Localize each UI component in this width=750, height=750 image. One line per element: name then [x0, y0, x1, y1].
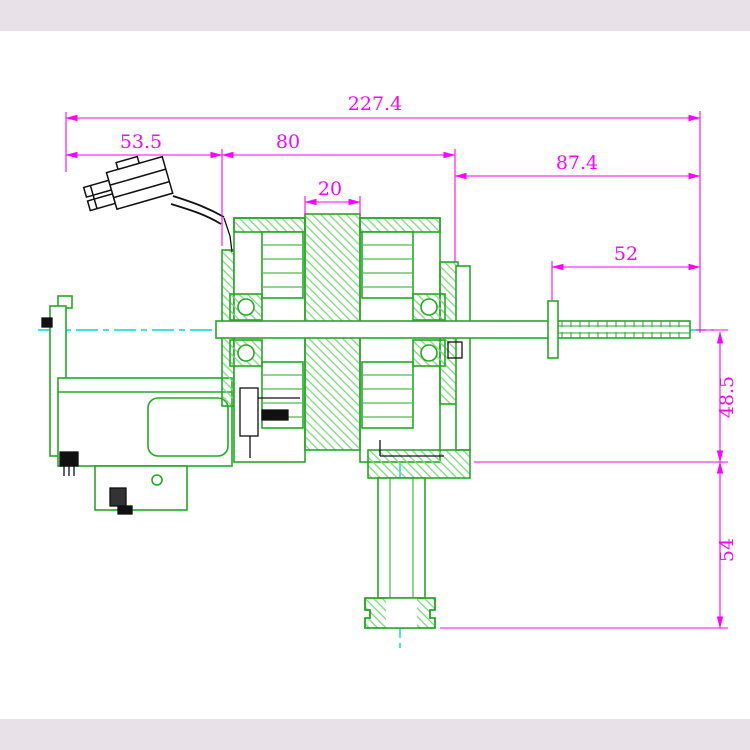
dim-motor-section: 80	[276, 131, 300, 153]
brush-assembly	[223, 217, 463, 458]
dim-lower-height: 54	[716, 538, 738, 562]
dimension-lines	[65, 111, 728, 629]
dim-upper-height: 48.5	[716, 376, 738, 418]
gearbox-details	[41, 317, 133, 515]
gearbox-assembly	[49, 295, 233, 511]
shaft-collar	[547, 300, 559, 359]
dim-spline-length: 52	[614, 243, 638, 265]
connector-plug	[82, 155, 174, 212]
connector-wires	[170, 195, 225, 225]
dim-right-section: 87.4	[556, 152, 598, 174]
bearings	[229, 293, 446, 367]
motor-housing	[221, 213, 459, 463]
dim-overall-length: 227.4	[348, 93, 402, 115]
dim-stator-core: 20	[318, 178, 342, 200]
dim-left-section: 53.5	[120, 131, 162, 153]
windings	[261, 231, 414, 429]
mount-bracket	[364, 265, 471, 629]
shaft	[215, 300, 691, 359]
